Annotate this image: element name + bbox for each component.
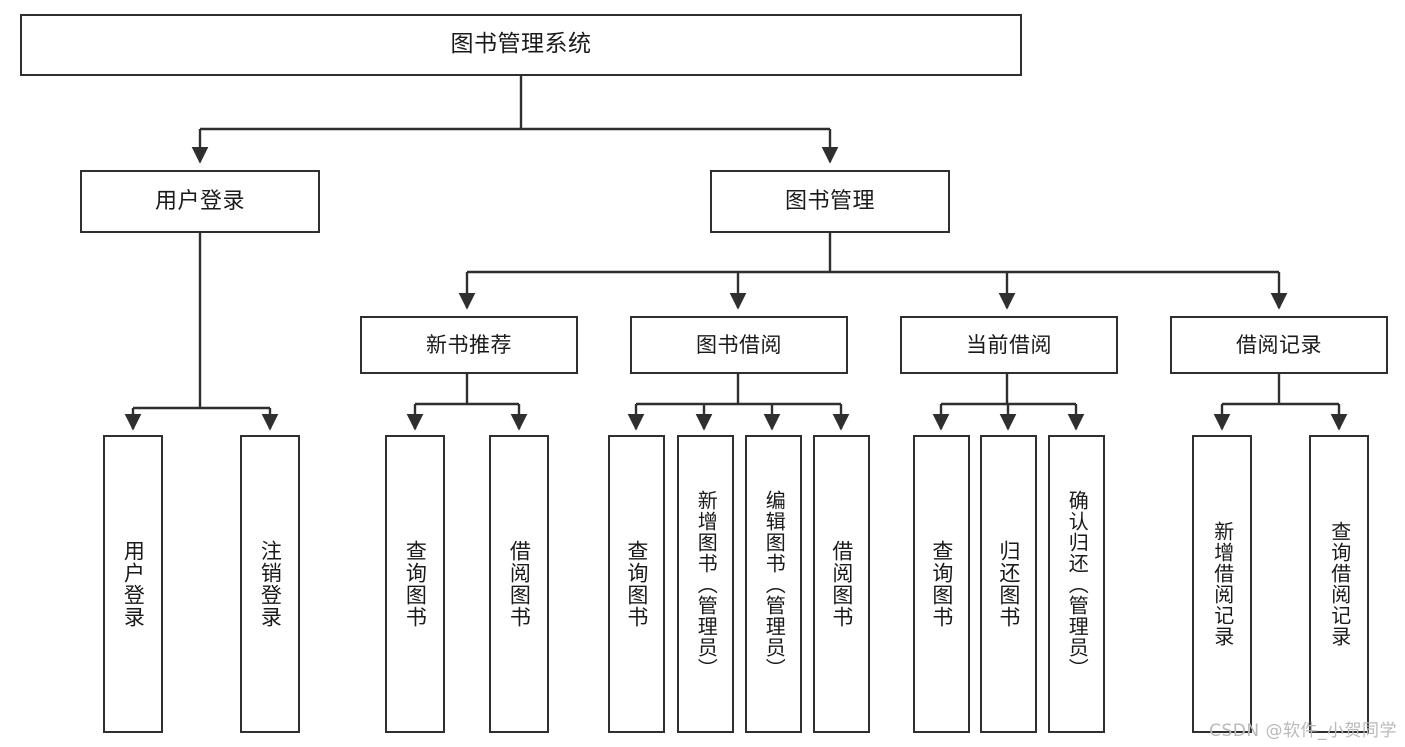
csdn-watermark: CSDN @软件_小贺同学 xyxy=(1209,721,1397,741)
leaf-add-borrow-record-label: 新增借阅记录 xyxy=(1210,521,1235,647)
node-current-borrow[interactable]: 当前借阅 xyxy=(900,316,1118,374)
leaf-query-borrow-record[interactable]: 查询借阅记录 xyxy=(1309,435,1369,733)
leaf-user-login[interactable]: 用户登录 xyxy=(103,435,163,733)
node-user-login[interactable]: 用户登录 xyxy=(80,170,320,233)
node-book-borrow-label: 图书借阅 xyxy=(696,332,782,357)
node-current-borrow-label: 当前借阅 xyxy=(966,332,1052,357)
leaf-add-book-label: 新增图书（管理员） xyxy=(694,489,719,679)
leaf-confirm-return-label: 确认归还（管理员） xyxy=(1065,489,1090,679)
node-book-borrow[interactable]: 图书借阅 xyxy=(630,316,848,374)
leaf-borrow-book-2-label: 借阅图书 xyxy=(829,540,854,628)
node-user-login-label: 用户登录 xyxy=(154,188,245,214)
leaf-logout-login[interactable]: 注销登录 xyxy=(240,435,300,733)
node-new-book-recommend-label: 新书推荐 xyxy=(426,332,512,357)
node-root[interactable]: 图书管理系统 xyxy=(20,14,1022,76)
node-book-manage[interactable]: 图书管理 xyxy=(710,170,950,233)
leaf-edit-book-label: 编辑图书（管理员） xyxy=(762,489,787,679)
leaf-user-login-label: 用户登录 xyxy=(121,540,146,628)
leaf-query-book-2[interactable]: 查询图书 xyxy=(608,435,665,733)
leaf-borrow-book-1-label: 借阅图书 xyxy=(507,540,532,628)
node-book-manage-label: 图书管理 xyxy=(784,188,875,214)
leaf-query-book-1-label: 查询图书 xyxy=(403,540,428,628)
node-borrow-record-label: 借阅记录 xyxy=(1236,332,1322,357)
leaf-logout-login-label: 注销登录 xyxy=(258,540,283,628)
node-borrow-record[interactable]: 借阅记录 xyxy=(1170,316,1388,374)
leaf-borrow-book-2[interactable]: 借阅图书 xyxy=(813,435,870,733)
leaf-add-borrow-record[interactable]: 新增借阅记录 xyxy=(1192,435,1252,733)
leaf-add-book[interactable]: 新增图书（管理员） xyxy=(677,435,734,733)
leaf-query-book-3-label: 查询图书 xyxy=(929,540,954,628)
node-root-label: 图书管理系统 xyxy=(450,31,592,58)
leaf-confirm-return[interactable]: 确认归还（管理员） xyxy=(1048,435,1105,733)
node-new-book-recommend[interactable]: 新书推荐 xyxy=(360,316,578,374)
leaf-query-book-3[interactable]: 查询图书 xyxy=(913,435,970,733)
leaf-query-book-2-label: 查询图书 xyxy=(624,540,649,628)
leaf-return-book-label: 归还图书 xyxy=(996,540,1021,628)
leaf-query-book-1[interactable]: 查询图书 xyxy=(385,435,445,733)
leaf-query-borrow-record-label: 查询借阅记录 xyxy=(1327,521,1352,647)
leaf-edit-book[interactable]: 编辑图书（管理员） xyxy=(745,435,802,733)
leaf-return-book[interactable]: 归还图书 xyxy=(980,435,1037,733)
leaf-borrow-book-1[interactable]: 借阅图书 xyxy=(489,435,549,733)
